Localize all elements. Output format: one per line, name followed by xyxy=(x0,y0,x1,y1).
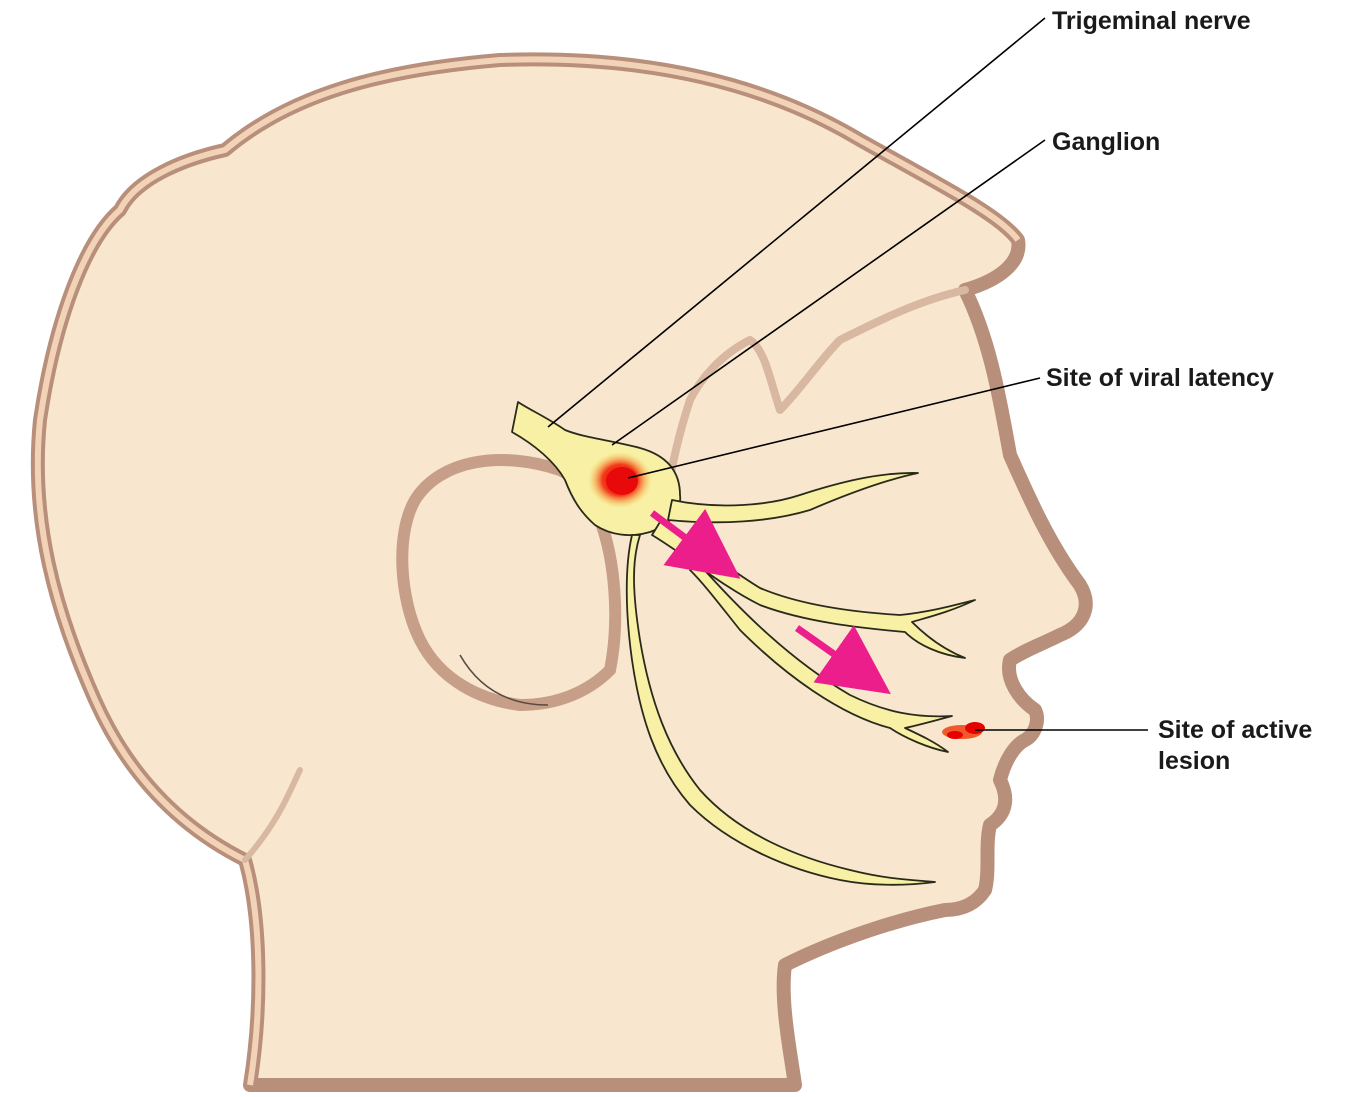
label-site-of-viral-latency: Site of viral latency xyxy=(1046,363,1274,394)
viral-latency-core xyxy=(606,467,638,495)
label-lesion-line2: lesion xyxy=(1158,746,1312,777)
label-site-of-active-lesion: Site of active lesion xyxy=(1158,715,1312,777)
label-lesion-line1: Site of active xyxy=(1158,715,1312,746)
label-ganglion: Ganglion xyxy=(1052,127,1160,158)
label-trigeminal-nerve: Trigeminal nerve xyxy=(1052,6,1251,37)
